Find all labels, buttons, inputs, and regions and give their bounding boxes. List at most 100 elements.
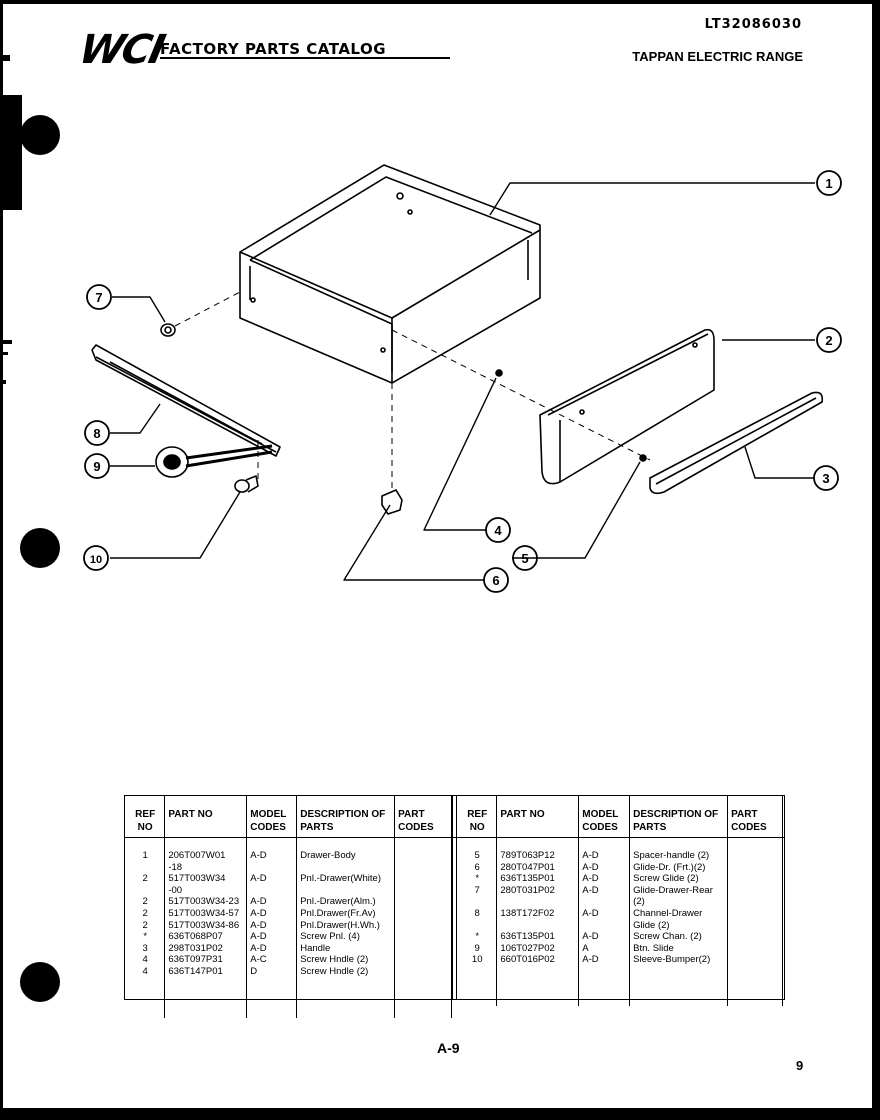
handle-spacer (639, 454, 647, 462)
model-code-cell: A-D (578, 861, 631, 874)
part-no-cell: 789T063P12 (496, 836, 580, 862)
description-cell: Screw Glide (2) (629, 873, 729, 885)
part-code-cell (394, 942, 452, 955)
callout-4: 4 (494, 523, 502, 538)
model-code-cell (246, 861, 298, 874)
ref-no-cell: 2 (125, 919, 166, 932)
header-model-codes: MODEL CODES (246, 796, 298, 836)
parts-table-left: REF NO PART NO MODEL CODES DESCRIPTION O… (125, 796, 452, 1018)
ref-no-cell: 9 (457, 942, 498, 955)
model-code-cell: A-D (246, 919, 298, 932)
part-code-cell (394, 965, 452, 1018)
page-number: 9 (796, 1058, 804, 1073)
product-name: TAPPAN ELECTRIC RANGE (632, 49, 803, 64)
part-no-cell: 517T003W34-86 (164, 919, 248, 932)
model-code-cell (578, 896, 631, 908)
front-glide (381, 489, 403, 515)
part-no-cell (496, 896, 580, 908)
ref-no-cell (457, 919, 498, 932)
exploded-parts-diagram: 1 2 3 4 5 6 7 8 9 10 (83, 164, 842, 593)
part-no-cell: -18 (164, 861, 248, 874)
header-rule (160, 57, 450, 59)
ref-no-cell: * (125, 931, 166, 943)
part-no-cell: 636T135P01 (496, 931, 580, 943)
model-code-cell (578, 919, 631, 932)
page-label: A-9 (437, 1040, 460, 1056)
handle (649, 391, 824, 495)
part-no-cell: 206T007W01 (164, 836, 248, 862)
part-code-cell (394, 931, 452, 943)
description-cell: Screw Pnl. (4) (296, 931, 396, 943)
sleeve-bumper (234, 475, 259, 493)
header-description: DESCRIPTION OF PARTS (629, 796, 729, 836)
part-code-cell (727, 873, 783, 885)
catalog-title: FACTORY PARTS CATALOG (160, 40, 387, 58)
description-cell: Drawer-Body (296, 836, 396, 862)
table-row: -18 (125, 861, 452, 874)
description-cell: Glide-Dr. (Frt.)(2) (629, 861, 729, 874)
part-no-cell: -00 (164, 884, 248, 897)
table-row: -00 (125, 884, 452, 897)
part-code-cell (727, 884, 783, 897)
part-no-cell: 660T016P02 (496, 954, 580, 1006)
part-no-cell: 517T003W34-57 (164, 907, 248, 920)
ref-no-cell: 7 (457, 884, 498, 897)
description-cell: Spacer-handle (2) (629, 836, 729, 862)
callout-circles (83, 170, 842, 593)
header-description: DESCRIPTION OF PARTS (296, 796, 396, 836)
ref-no-cell: 4 (125, 965, 166, 1018)
model-code-cell: A-C (246, 954, 298, 966)
drawer-panel (539, 328, 715, 485)
table-divider (452, 795, 453, 999)
part-no-cell (496, 919, 580, 932)
callout-1: 1 (825, 176, 832, 191)
model-code-cell: A-D (246, 942, 298, 955)
binder-hole-marks (0, 55, 60, 1002)
part-code-cell (394, 907, 452, 920)
part-code-cell (394, 861, 452, 874)
part-no-cell: 280T047P01 (496, 861, 580, 874)
table-divider-2 (456, 795, 457, 999)
header-part-codes: PART CODES (727, 796, 783, 836)
callout-9: 9 (93, 459, 100, 474)
ref-no-cell: * (457, 873, 498, 885)
model-code-cell: A-D (578, 954, 631, 1006)
part-no-cell: 636T135P01 (496, 873, 580, 885)
part-code-cell (727, 919, 783, 932)
header-part-codes: PART CODES (394, 796, 452, 836)
ref-no-cell: * (457, 931, 498, 943)
assembly-lines (174, 291, 651, 488)
model-code: LT32086030 (704, 17, 802, 32)
description-cell: Pnl.Drawer(Fr.Av) (296, 907, 396, 920)
callout-10: 10 (90, 554, 102, 566)
callout-8: 8 (93, 426, 100, 441)
part-no-cell: 517T003W34-23 (164, 896, 248, 908)
description-cell: Glide-Drawer-Rear (629, 884, 729, 897)
description-cell: Screw Chan. (2) (629, 931, 729, 943)
part-code-cell (394, 873, 452, 885)
callout-6: 6 (492, 573, 499, 588)
ref-no-cell (125, 861, 166, 874)
ref-no-cell: 5 (457, 836, 498, 862)
part-no-cell: 517T003W34 (164, 873, 248, 885)
ref-no-cell (457, 896, 498, 908)
header-ref-no: REF NO (125, 796, 166, 836)
header-part-no: PART NO (496, 796, 580, 836)
callout-5: 5 (521, 551, 528, 566)
model-code-cell: A-D (578, 931, 631, 943)
description-cell: Screw Hndle (2) (296, 954, 396, 966)
ref-no-cell: 2 (125, 907, 166, 920)
part-no-cell: 636T068P07 (164, 931, 248, 943)
description-cell: (2) (629, 896, 729, 908)
description-cell: Pnl.-Drawer(Alm.) (296, 896, 396, 908)
